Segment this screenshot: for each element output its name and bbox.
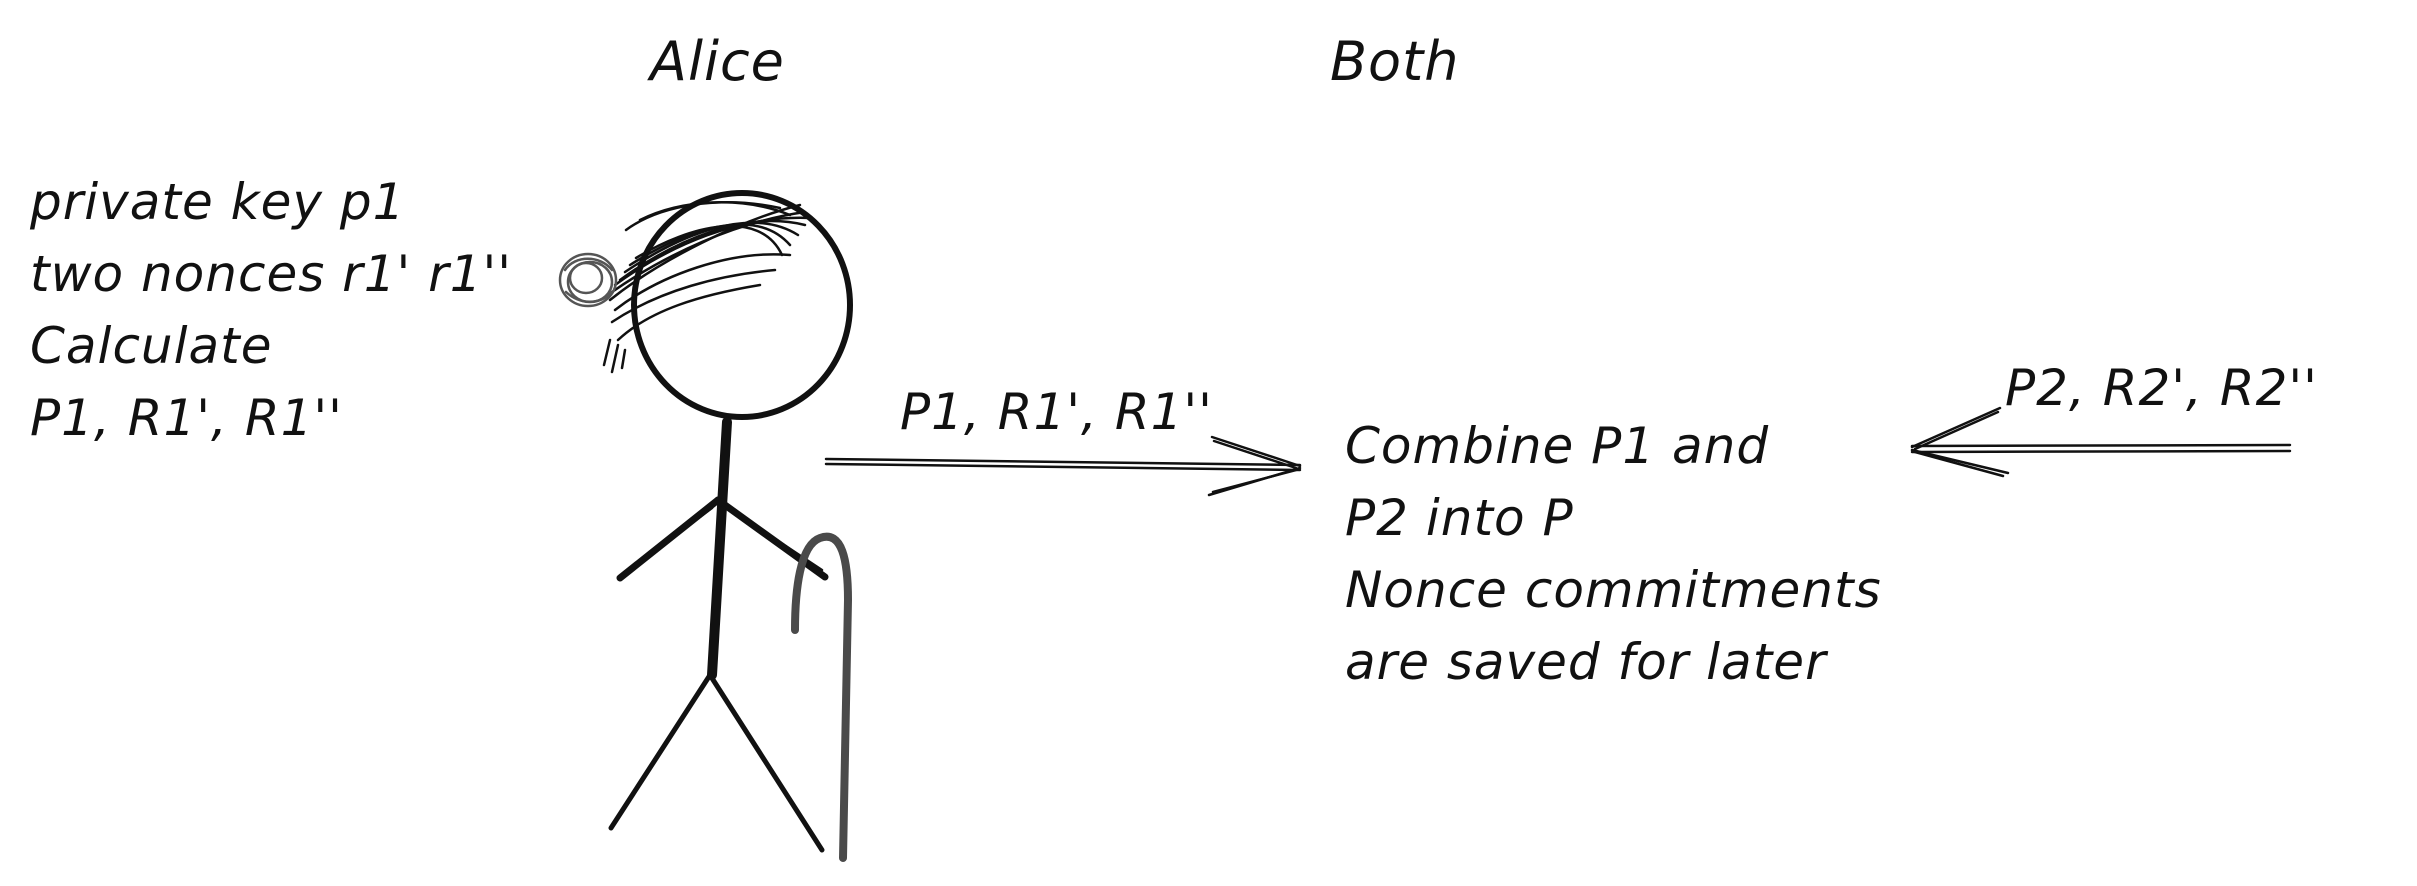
both-note-line: are saved for later <box>1345 633 1827 691</box>
arrow-label-alice: P1, R1', R1'' <box>900 383 1213 441</box>
alice-note-line: Calculate <box>30 317 273 375</box>
alice-note-line: two nonces r1' r1'' <box>30 245 513 303</box>
both-note-line: P2 into P <box>1345 489 1574 547</box>
hair-bun-icon <box>558 252 618 308</box>
alice-left-leg <box>608 672 713 831</box>
heading-alice: Alice <box>650 30 785 93</box>
alice-note-line: private key p1 <box>30 173 406 231</box>
heading-both: Both <box>1330 30 1460 93</box>
alice-head <box>631 190 853 420</box>
alice-notes: private key p1 two nonces r1' r1'' Calcu… <box>30 166 512 454</box>
arrow-label-bob: P2, R2', R2'' <box>2005 359 2318 417</box>
alice-note-line: P1, R1', R1'' <box>30 389 343 447</box>
arrow-alice-to-both <box>824 435 1302 497</box>
cane-icon <box>791 532 853 862</box>
both-note-line: Nonce commitments <box>1345 561 1882 619</box>
both-notes: Combine P1 and P2 into P Nonce commitmen… <box>1345 410 1882 698</box>
both-note-line: Combine P1 and <box>1345 417 1770 475</box>
alice-hair <box>602 201 812 374</box>
alice-figure <box>558 190 853 853</box>
alice-right-leg <box>707 672 825 853</box>
arrow-bob-to-both <box>1910 406 2292 478</box>
alice-torso <box>707 417 732 680</box>
